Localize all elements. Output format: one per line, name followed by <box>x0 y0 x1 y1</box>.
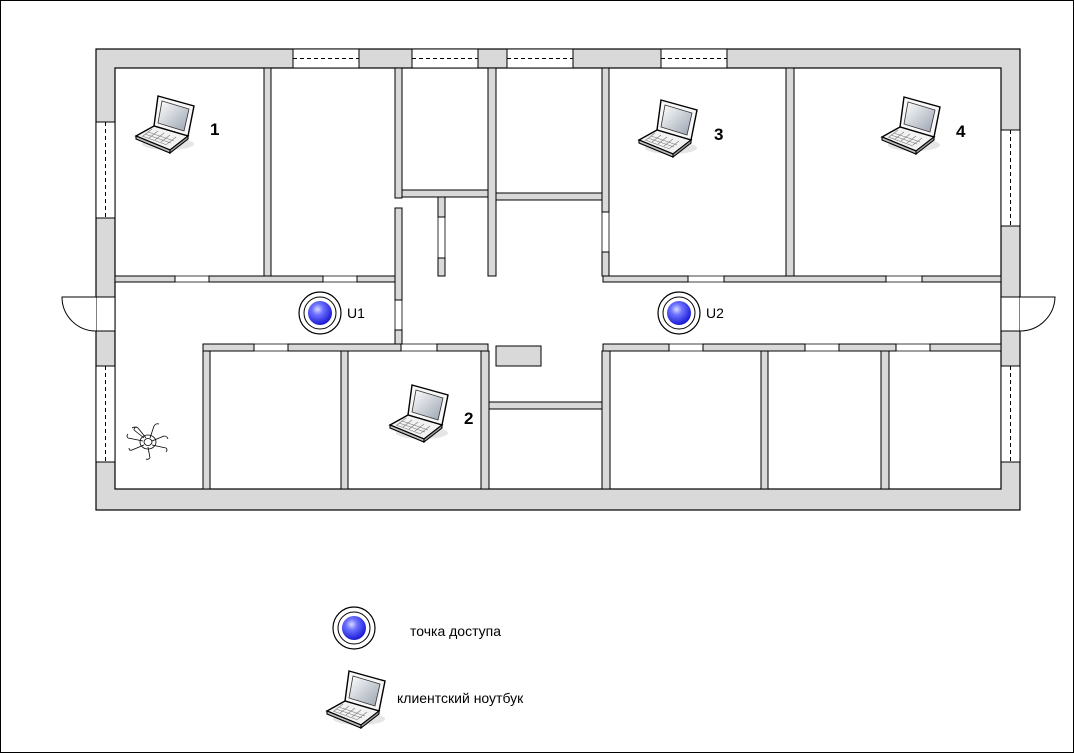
laptop-1: 1 <box>135 95 219 154</box>
door-openings <box>175 212 930 352</box>
door-right <box>1000 296 1056 332</box>
access-point-u2-label: U2 <box>706 305 724 321</box>
laptop-3-label: 3 <box>714 125 723 144</box>
legend-access-point-text: точка доступа <box>410 623 501 639</box>
window-top-1 <box>292 48 360 69</box>
interior-walls <box>114 67 1002 490</box>
window-right-1 <box>1000 129 1021 227</box>
laptop-2: 2 <box>389 384 473 443</box>
door-left <box>61 296 116 332</box>
window-top-3 <box>506 48 574 69</box>
laptop-4-label: 4 <box>956 122 966 141</box>
access-point-icon <box>298 291 342 335</box>
access-point-u1: U1 <box>298 291 365 335</box>
window-top-4 <box>660 48 728 69</box>
laptop-1-label: 1 <box>210 120 219 139</box>
plant-icon <box>126 423 169 460</box>
access-point-icon <box>657 291 701 335</box>
access-point-icon <box>332 606 376 650</box>
window-left-1 <box>95 121 116 219</box>
legend-laptop: клиентский ноутбук <box>326 670 524 729</box>
window-left-2 <box>95 365 116 463</box>
laptop-icon <box>326 670 386 729</box>
access-point-u2: U2 <box>657 291 724 335</box>
access-point-u1-label: U1 <box>347 305 365 321</box>
laptop-4: 4 <box>881 96 966 155</box>
legend: точка доступа клиентский ноутбук <box>326 606 524 729</box>
laptop-3: 3 <box>638 99 723 158</box>
laptop-2-label: 2 <box>464 409 473 428</box>
window-top-2 <box>411 48 479 69</box>
building <box>61 48 1056 511</box>
legend-laptop-text: клиентский ноутбук <box>397 690 524 706</box>
legend-access-point: точка доступа <box>332 606 501 650</box>
corridor-table <box>495 345 542 367</box>
window-right-2 <box>1000 365 1021 463</box>
